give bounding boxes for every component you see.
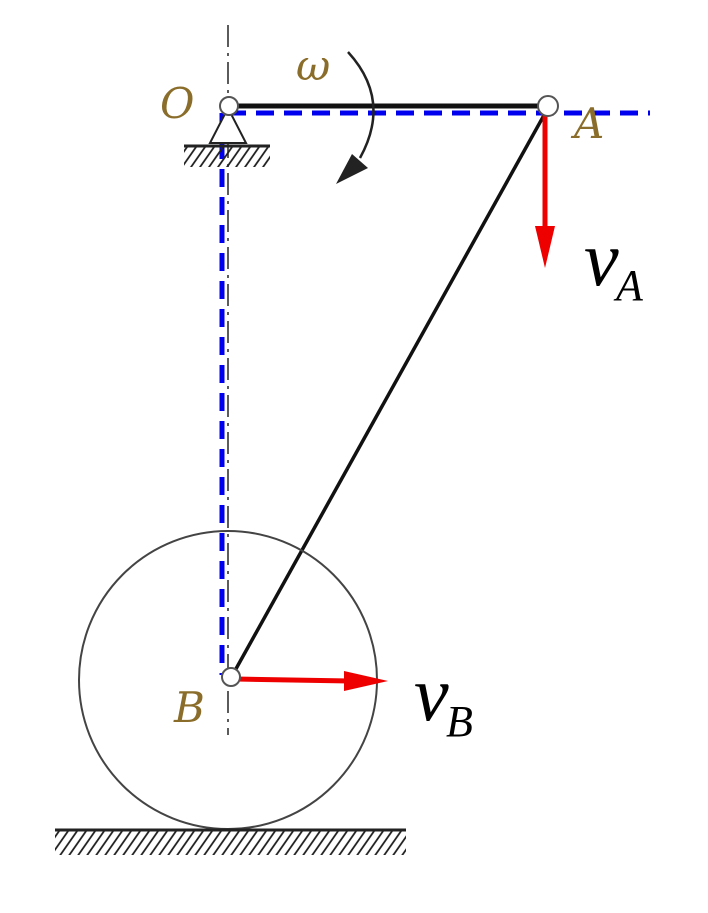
- velocity-arrow-B: [235, 671, 388, 691]
- ground: [55, 828, 406, 855]
- label-A: A: [570, 99, 604, 148]
- pin-joint-B: [221, 667, 241, 687]
- label-O: O: [160, 79, 194, 128]
- label-vA-subscript: A: [613, 261, 644, 310]
- label-vB-subscript: B: [446, 697, 473, 746]
- pin-joint-O: [219, 96, 239, 116]
- label-vB: v: [414, 650, 449, 737]
- label-omega: ω: [296, 41, 330, 90]
- velocity-arrow-A: [535, 113, 555, 268]
- fixed-pin-support: [184, 105, 270, 167]
- label-vA: v: [584, 215, 619, 302]
- label-B: B: [173, 683, 205, 732]
- connecting-rod-AB: [230, 107, 550, 677]
- angular-velocity-arrow: [336, 51, 375, 184]
- pin-joint-A: [537, 95, 559, 117]
